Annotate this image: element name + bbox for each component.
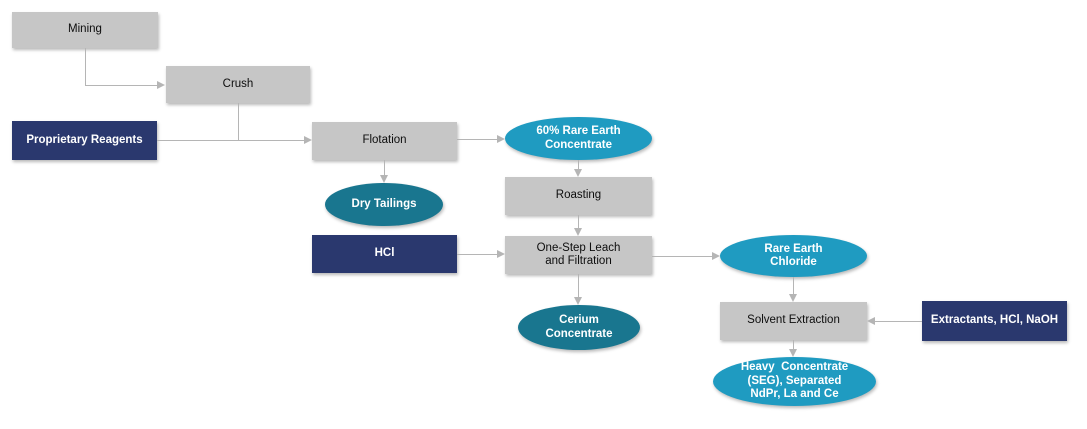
arrowhead-roasting-leach [574,228,582,236]
connector-extractants-solvent [875,321,922,322]
connector-flotation-concentrate [457,139,497,140]
node-roasting: Roasting [505,177,652,215]
arrowhead-solvent-heavy [789,349,797,357]
node-mining: Mining [12,12,158,48]
node-solvent-extraction: Solvent Extraction [720,302,867,340]
arrowhead-chloride-solvent [789,294,797,302]
connector-mining-crush-vertical [85,48,86,85]
arrowhead-mining-crush [157,81,165,89]
connector-crush-flotation [238,103,239,140]
node-heavy-concentrate-label: Heavy Concentrate (SEG), Separated NdPr,… [740,361,849,401]
node-proprietary-reagents: Proprietary Reagents [12,121,157,160]
node-roasting-label: Roasting [555,189,602,202]
connector-leach-chloride [652,256,712,257]
arrowhead-extractants-solvent [867,317,875,325]
connector-concentrate-roasting [578,160,579,169]
node-extractants-hcl-naoh: Extractants, HCl, NaOH [922,301,1067,341]
node-crush: Crush [166,66,310,103]
node-flotation-label: Flotation [362,134,407,147]
node-60pct-rare-earth-concentrate: 60% Rare Earth Concentrate [505,117,652,160]
node-extractants-hcl-naoh-label: Extractants, HCl, NaOH [930,314,1059,327]
node-dry-tailings: Dry Tailings [325,183,443,226]
node-solvent-extraction-label: Solvent Extraction [747,314,840,327]
arrowhead-concentrate-roasting [574,169,582,177]
arrowhead-flotation-concentrate [497,135,505,143]
connector-mining-crush-horizontal [85,85,157,86]
arrowhead-leach-chloride [712,252,720,260]
node-cerium-concentrate: Cerium Concentrate [518,305,640,350]
arrowhead-leach-cerium [574,297,582,305]
node-one-step-leach: One-Step Leach and Filtration [505,236,652,274]
connector-solvent-heavy [793,340,794,349]
node-rare-earth-chloride: Rare Earth Chloride [720,235,867,277]
node-rare-earth-chloride-label: Rare Earth Chloride [764,242,823,269]
node-proprietary-reagents-label: Proprietary Reagents [26,133,143,146]
node-60pct-rare-earth-concentrate-label: 60% Rare Earth Concentrate [536,125,621,151]
node-dry-tailings-label: Dry Tailings [351,197,417,210]
node-mining-label: Mining [68,23,102,36]
connector-leach-cerium [578,274,579,297]
connector-chloride-solvent [793,277,794,294]
connector-hcl-leach [457,254,497,255]
connector-flotation-tailings [384,160,385,175]
arrowhead-reagents-flotation [304,136,312,144]
arrowhead-hcl-leach [497,250,505,258]
node-hcl: HCl [312,235,457,273]
arrowhead-flotation-tailings [380,175,388,183]
connector-roasting-leach [578,215,579,228]
node-one-step-leach-label: One-Step Leach and Filtration [536,241,621,268]
node-crush-label: Crush [222,77,254,90]
connector-reagents-flotation [157,140,304,141]
node-flotation: Flotation [312,122,457,160]
node-cerium-concentrate-label: Cerium Concentrate [545,314,613,340]
node-hcl-label: HCl [374,247,395,260]
node-heavy-concentrate: Heavy Concentrate (SEG), Separated NdPr,… [713,357,876,406]
